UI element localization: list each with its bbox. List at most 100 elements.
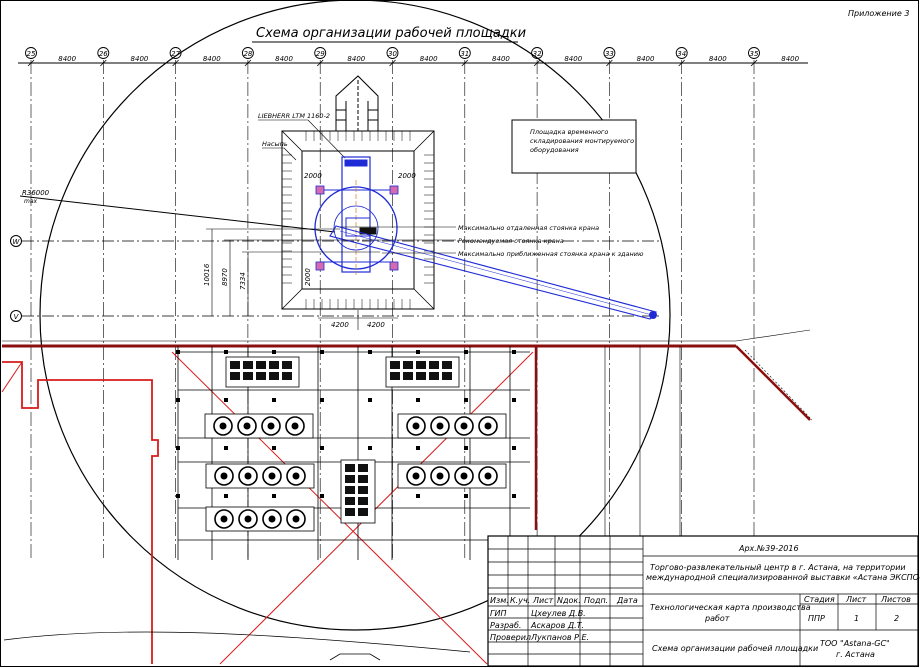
- title-block-project-line1: Торгово-развлекательный центр в г. Астан…: [650, 563, 906, 572]
- crane-model-label: LIEBHERR LTM 1160-2: [258, 112, 330, 120]
- grid-spacing-label: 8400: [347, 55, 365, 63]
- name-razrab: Аскаров Д.Т.: [530, 621, 584, 630]
- company-line2: г. Астана: [836, 650, 875, 659]
- equipment-grille: [225, 356, 300, 388]
- dim-4200-left: 4200: [331, 321, 349, 329]
- grid-spacing-label: 8400: [564, 55, 582, 63]
- doc-title-line1: Технологическая карта производства: [650, 603, 811, 612]
- grid-spacing-label: 8400: [203, 55, 221, 63]
- grid-axis-marker: [675, 47, 688, 59]
- header-date: Дата: [616, 596, 638, 605]
- company-line1: ТОО "Astana-GC": [820, 639, 890, 648]
- vertical-dimension-lines: [206, 228, 380, 316]
- title-block-project-line2: международной специализированной выставк…: [646, 573, 920, 582]
- crane-reach-circle: [39, 0, 671, 631]
- position-near-label: Максимально приближенная стоянка крана к…: [458, 250, 644, 258]
- building-structural-grid: [176, 346, 681, 560]
- radius-sub-label: max: [24, 198, 38, 205]
- title-block: Арх.№39-2016 Торгово-развлекательный цен…: [487, 535, 920, 667]
- grid-axis-label: 31: [460, 50, 469, 58]
- dim-7334: 7334: [239, 272, 247, 290]
- lower-marker: [329, 653, 381, 661]
- row-axis-v-label: V: [14, 313, 20, 321]
- grid-spacing-label: 8400: [637, 55, 655, 63]
- sheet-title: Схема организации рабочей площадки: [652, 644, 818, 653]
- name-proveril: Лукпанов Р.Е.: [530, 633, 589, 642]
- grid-axis-label: 25: [27, 50, 36, 58]
- dim-2000-right: 2000: [398, 172, 416, 180]
- equipment-fan-unit: [205, 463, 315, 489]
- sheets-label: Листов: [880, 595, 911, 604]
- storage-note-line3: оборудования: [530, 146, 579, 154]
- dim-2000-bottom: 2000: [304, 268, 312, 286]
- grid-axis-label: 32: [533, 50, 542, 58]
- grid-axis-marker: [314, 47, 327, 59]
- stage-label: Стадия: [804, 595, 835, 604]
- header-kuch: К.уч.: [510, 596, 530, 605]
- dim-8970: 8970: [221, 268, 229, 286]
- equipment-blocks: [204, 356, 507, 532]
- grid-spacing-label: 8400: [709, 55, 727, 63]
- position-far-label: Максимально отдаленная стоянка крана: [458, 224, 599, 232]
- crane-symbol: [314, 156, 657, 320]
- equipment-grille: [385, 356, 460, 388]
- sheet-no: 1: [854, 614, 859, 623]
- grid-axis-marker: [241, 47, 254, 59]
- grid-axis-label: 27: [171, 50, 180, 58]
- access-ramp: [335, 75, 379, 131]
- role-gip: ГИП: [490, 609, 506, 618]
- appendix-label: Приложение 3: [848, 9, 909, 18]
- dim-10016: 10016: [203, 263, 211, 286]
- equipment-fan-unit: [397, 413, 507, 439]
- grid-axis-label: 34: [677, 50, 686, 58]
- grid-axis-marker: [97, 47, 110, 59]
- stage-value: ППР: [808, 614, 825, 623]
- grid-axis-marker: [458, 47, 471, 59]
- grid-spacing-label: 8400: [58, 55, 76, 63]
- grid-spacing-label: 8400: [492, 55, 510, 63]
- position-recommended-label: Рекомендуемая стоянка крана: [458, 237, 564, 245]
- grid-axis-marker: [603, 47, 616, 59]
- grid-axis-label: 30: [388, 50, 397, 58]
- grid-axis-marker: [25, 47, 37, 59]
- grid-axis-label: 33: [605, 50, 614, 58]
- grid-spacing-label: 8400: [781, 55, 799, 63]
- grid-axis-label: 29: [316, 50, 325, 58]
- lower-arc: [3, 631, 471, 653]
- crane-model-leader: [307, 119, 346, 159]
- sheet-label: Лист: [845, 595, 867, 604]
- grid-axis-marker: [169, 47, 182, 59]
- grid-axis-marker: [748, 47, 760, 59]
- dim-4200-right: 4200: [367, 321, 385, 329]
- grid-spacing-label: 8400: [420, 55, 438, 63]
- drawing-title: Схема организации рабочей площадки: [256, 26, 526, 41]
- embankment-label: Насыпь: [262, 140, 288, 148]
- grid-axis-label: 26: [99, 50, 108, 58]
- equipment-fan-unit: [397, 463, 507, 489]
- dim-2000-left: 2000: [304, 172, 322, 180]
- radius-line: [19, 195, 336, 233]
- storage-area-box: [511, 119, 637, 174]
- header-ndok: Nдок.: [557, 596, 581, 605]
- grid-axis-marker: [386, 47, 399, 59]
- radius-label: R36000: [22, 189, 50, 197]
- grid-axis-label: 35: [750, 50, 759, 58]
- sheets-total: 2: [894, 614, 899, 623]
- grid-axis-label: 28: [243, 50, 252, 58]
- header-izm: Изм.: [490, 596, 509, 605]
- equipment-fan-unit: [204, 413, 314, 439]
- header-list: Лист: [532, 596, 554, 605]
- title-block-code: Арх.№39-2016: [738, 544, 799, 553]
- row-axis-v-marker: [10, 310, 22, 322]
- embankment-leader: [283, 147, 297, 161]
- row-axis-w-marker: [10, 235, 22, 247]
- role-razrab: Разраб.: [490, 621, 521, 630]
- grid-spacing-label: 8400: [131, 55, 149, 63]
- storage-note-line1: Площадка временного: [530, 128, 608, 136]
- storage-note-line2: складирования монтируемого: [530, 137, 634, 145]
- header-podp: Подп.: [584, 596, 608, 605]
- grid-spacing-label: 8400: [275, 55, 293, 63]
- equipment-grille: [340, 459, 376, 524]
